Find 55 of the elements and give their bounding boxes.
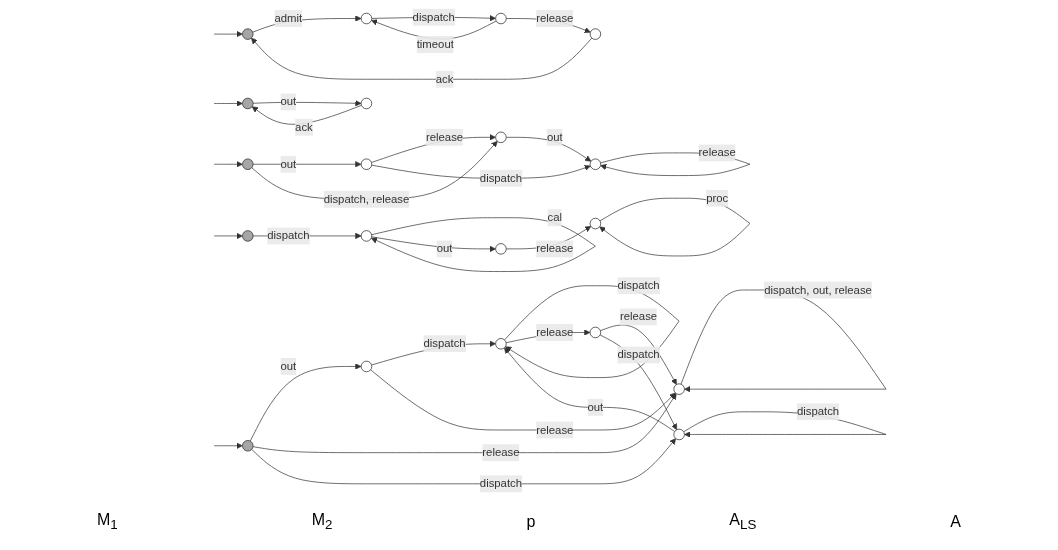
edge-label: dispatch xyxy=(423,336,466,349)
node-circle xyxy=(360,229,373,242)
node-circle xyxy=(673,382,685,395)
machine-label: p xyxy=(526,513,536,531)
node-circle xyxy=(360,12,373,24)
edge-label: release xyxy=(620,310,658,323)
node-circle xyxy=(495,12,507,24)
edge-label: release xyxy=(698,146,736,159)
machine-label: A$_{LS}$ xyxy=(729,511,757,533)
edge-label: cal xyxy=(547,210,563,223)
node-circle xyxy=(360,158,373,170)
edge-label: out xyxy=(280,157,297,170)
edge-label: out xyxy=(280,95,297,108)
node-circle xyxy=(673,428,685,440)
edge-label: out xyxy=(436,242,453,255)
edge-label: dispatch, out, release xyxy=(764,283,872,296)
edge-label: dispatch xyxy=(617,348,660,361)
edge-label: dispatch, release xyxy=(323,192,410,205)
edge-label: dispatch xyxy=(479,171,523,184)
node-circle xyxy=(242,158,254,170)
edge-label: proc xyxy=(706,191,729,204)
node-circle xyxy=(589,326,602,338)
node-circle xyxy=(242,97,254,109)
edge-label: ack xyxy=(435,72,454,85)
node-circle xyxy=(242,439,254,451)
node-circle xyxy=(242,27,254,40)
edge-label: dispatch xyxy=(797,404,840,417)
edge-label: dispatch xyxy=(617,278,660,291)
edge-label: release xyxy=(426,130,464,143)
node-circle xyxy=(360,360,373,372)
machine-label: M$_{2}$ xyxy=(311,511,333,533)
node-circle xyxy=(589,158,602,170)
edge-label: release xyxy=(536,325,574,338)
edge-label: out xyxy=(280,359,297,372)
node-circle xyxy=(589,27,602,40)
node-circle xyxy=(495,337,507,349)
edge-label: release xyxy=(536,242,574,255)
edge-label: release xyxy=(536,423,574,436)
edge-label: admit xyxy=(274,11,303,24)
edge-label: release xyxy=(482,445,520,458)
edge-label: dispatch xyxy=(412,10,455,23)
edge-label: release xyxy=(536,11,574,24)
machine-label: A xyxy=(950,513,961,531)
node-circle xyxy=(589,217,602,229)
edge-label: ack xyxy=(295,120,313,133)
machine-label: M$_{1}$ xyxy=(97,511,118,533)
edge-label: timeout xyxy=(416,37,454,50)
edge-label: dispatch xyxy=(479,476,523,489)
edge-label: out xyxy=(587,400,604,413)
edge-label: dispatch xyxy=(267,229,310,242)
node-circle xyxy=(495,131,507,143)
node-circle xyxy=(495,242,507,255)
edge-label: out xyxy=(546,130,563,143)
node-circle xyxy=(360,97,373,109)
node-circle xyxy=(242,229,254,242)
